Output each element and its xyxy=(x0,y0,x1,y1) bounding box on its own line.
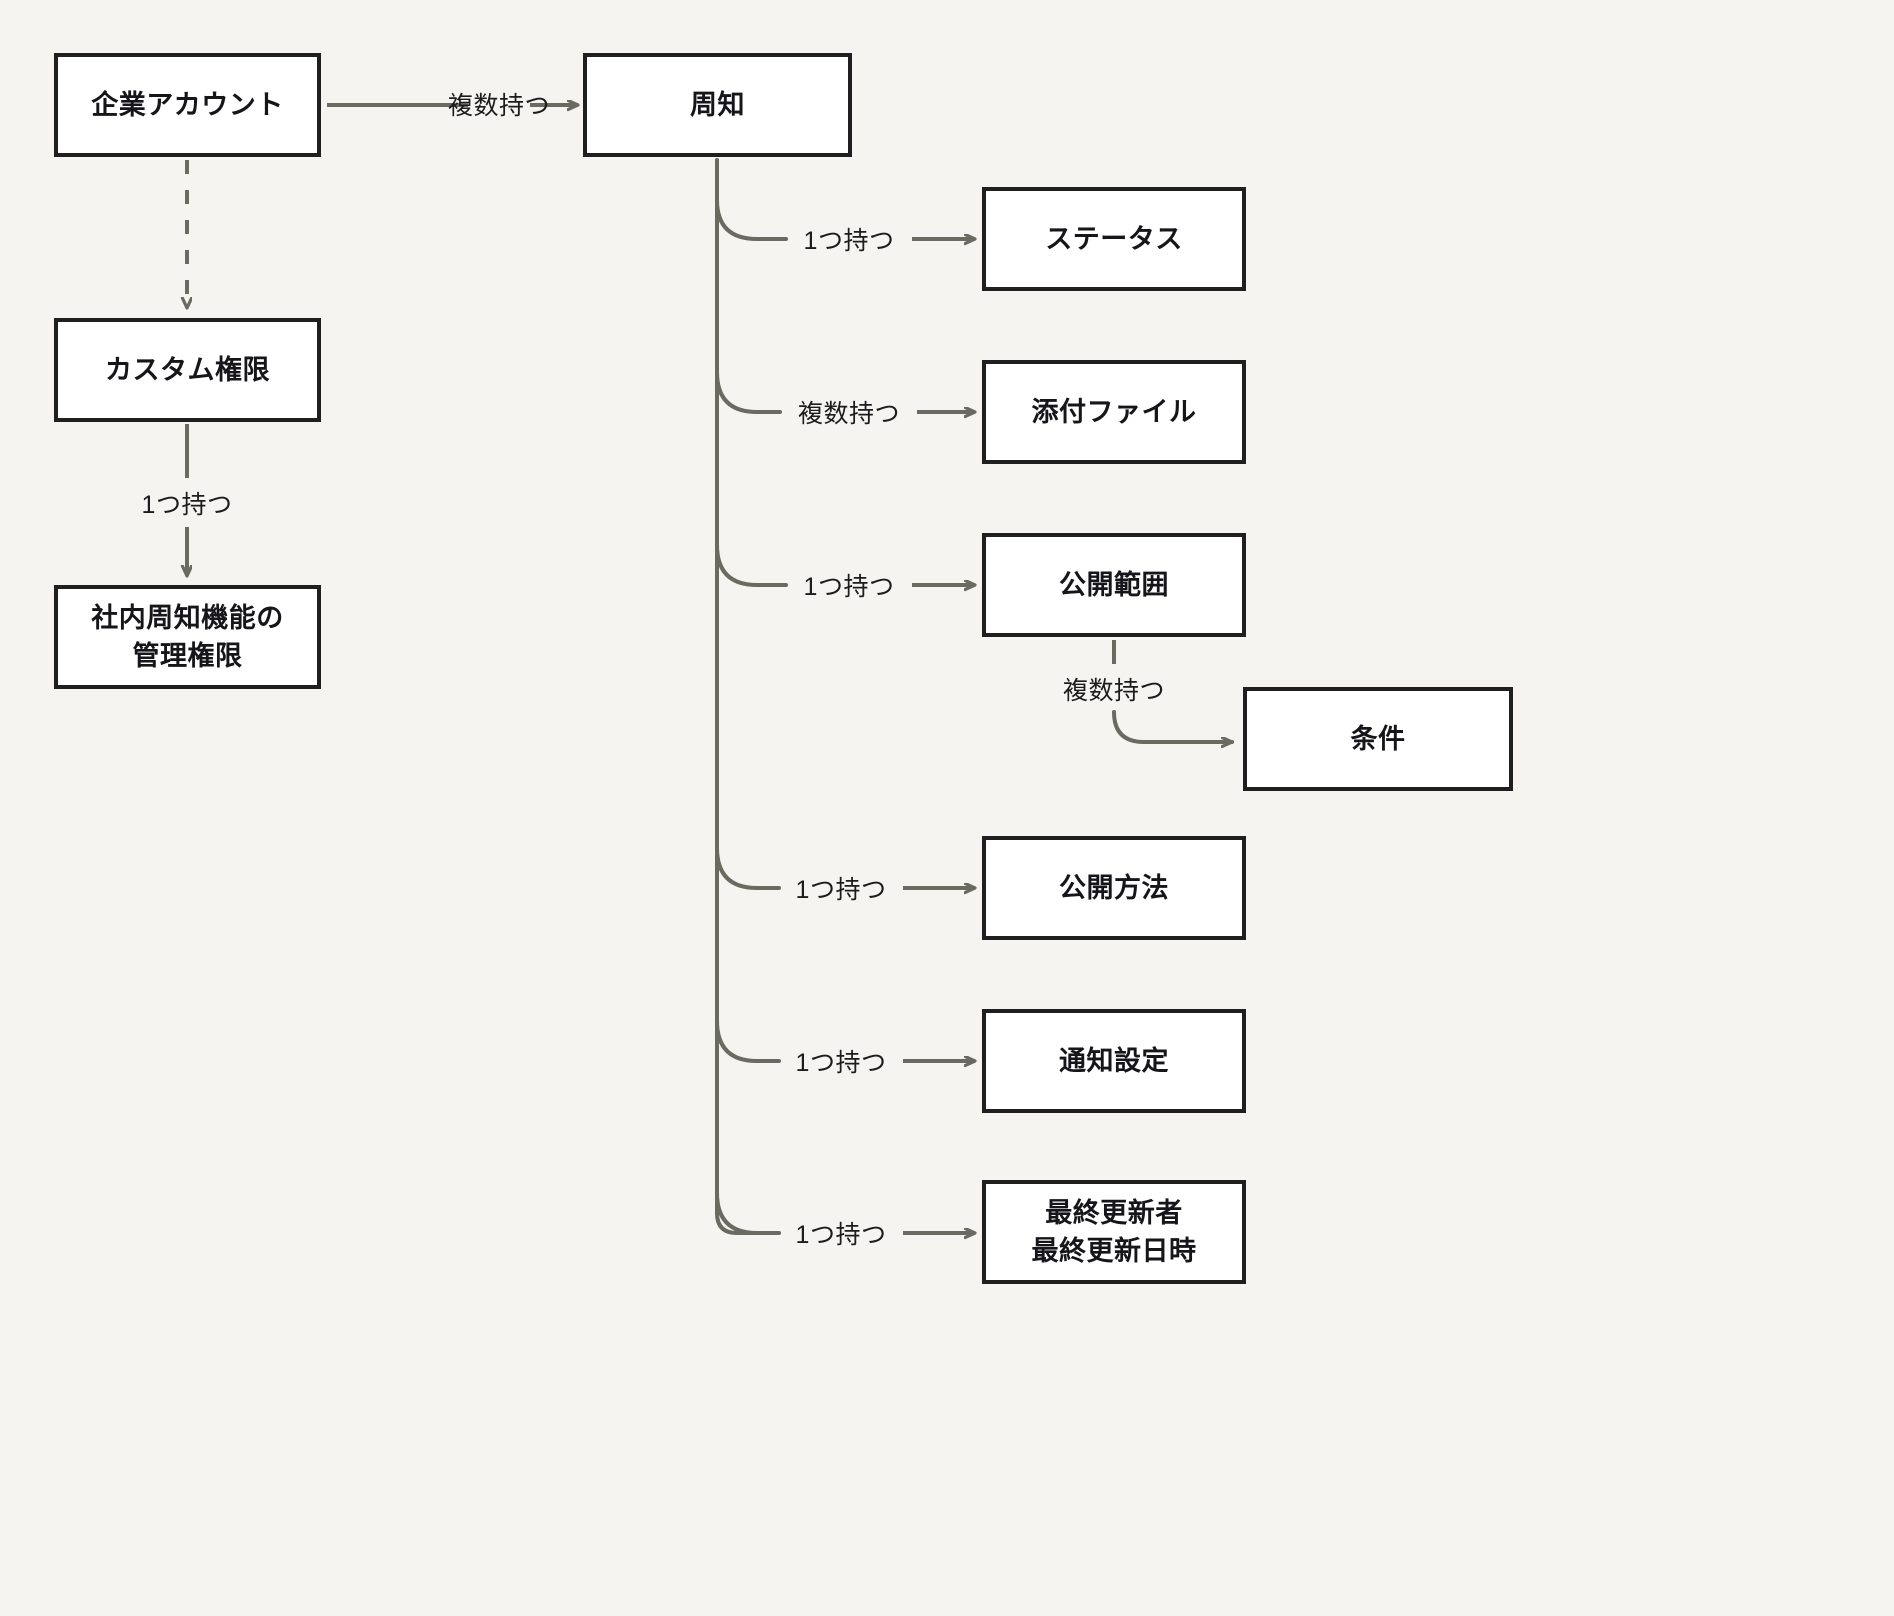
edge-label-account-to-announcement: 複数持つ xyxy=(447,92,551,120)
edge-label-custom-permission-to-admin: 1つ持つ xyxy=(141,491,233,519)
node-corporate-account[interactable]: 企業アカウント xyxy=(54,53,321,157)
node-notification-settings[interactable]: 通知設定 xyxy=(982,1009,1246,1113)
node-custom-permission[interactable]: カスタム権限 xyxy=(54,318,321,422)
node-announcement[interactable]: 周知 xyxy=(583,53,852,157)
edge-label-scope-to-condition: 複数持つ xyxy=(1062,677,1166,705)
edge-label-announcement-to-status: 1つ持つ xyxy=(803,227,895,255)
node-status[interactable]: ステータス xyxy=(982,187,1246,291)
edge-label-announcement-to-notification: 1つ持つ xyxy=(795,1049,887,1077)
edge-label-announcement-to-attachment: 複数持つ xyxy=(797,400,901,428)
node-internal-announcement-admin[interactable]: 社内周知機能の 管理権限 xyxy=(54,585,321,689)
announcement-trunk xyxy=(715,158,764,1235)
node-last-updated[interactable]: 最終更新者 最終更新日時 xyxy=(982,1180,1246,1284)
node-condition[interactable]: 条件 xyxy=(1243,687,1513,791)
node-publication-method[interactable]: 公開方法 xyxy=(982,836,1246,940)
node-attachment[interactable]: 添付ファイル xyxy=(982,360,1246,464)
edge-label-announcement-to-scope: 1つ持つ xyxy=(803,573,895,601)
node-publication-scope[interactable]: 公開範囲 xyxy=(982,533,1246,637)
edge-label-announcement-to-method: 1つ持つ xyxy=(795,876,887,904)
edge-label-announcement-to-lastupdated: 1つ持つ xyxy=(795,1221,887,1249)
